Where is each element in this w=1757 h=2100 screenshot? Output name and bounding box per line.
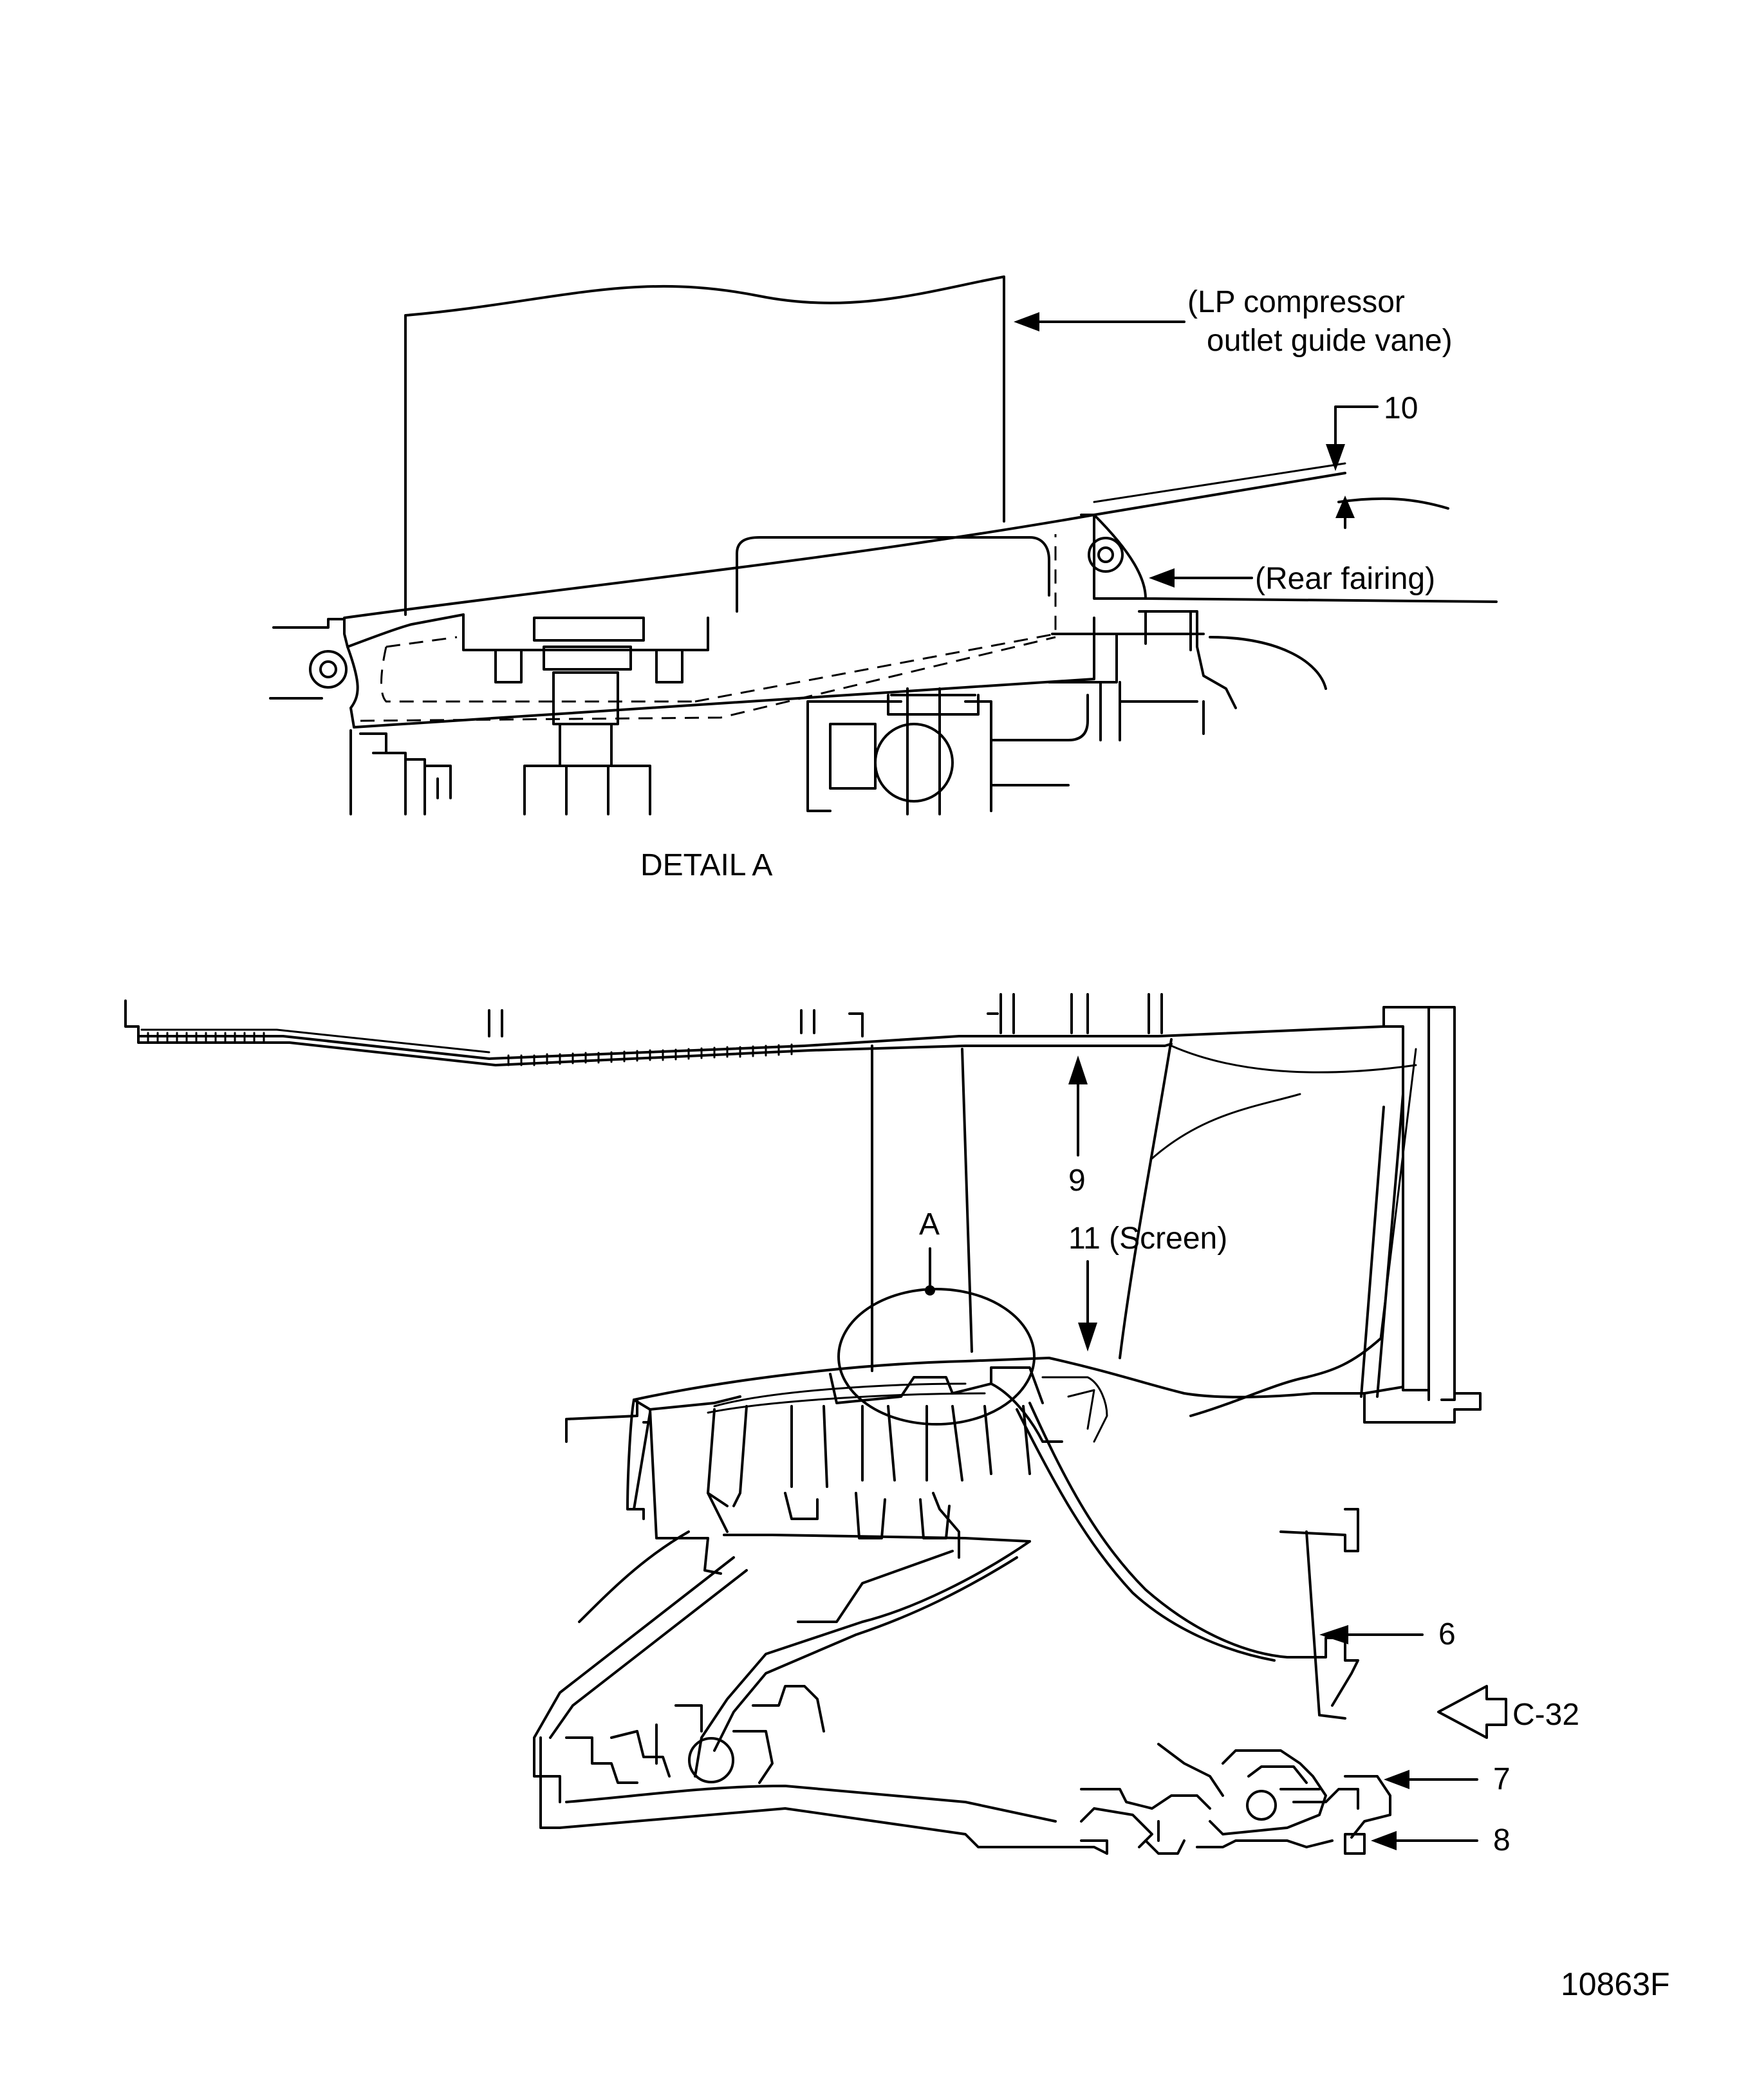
bolt-center — [533, 617, 645, 767]
label-item-7: 7 — [1493, 1762, 1511, 1796]
detail-circle — [837, 1288, 1036, 1426]
label-item-9: 9 — [1068, 1164, 1086, 1198]
detail-a-annotations: (LP compressor outlet guide vane) (Rear … — [640, 285, 1453, 882]
main-section-drawing — [124, 993, 1482, 1855]
label-item-8: 8 — [1493, 1823, 1511, 1857]
main-annotations: 9 11 (Screen) 6 C-32 7 8 10863F — [1068, 1055, 1670, 2002]
detail-a-reference: A — [837, 1207, 1036, 1426]
view-direction-arrow-icon — [1437, 1685, 1507, 1739]
label-item-6: 6 — [1438, 1617, 1456, 1651]
label-c-32: C-32 — [1512, 1698, 1579, 1732]
acoustic-lining — [147, 1032, 793, 1066]
label-detail-ref-a: A — [919, 1207, 940, 1241]
detail-a-drawing — [269, 275, 1498, 815]
inlet-guide-vanes — [633, 1405, 1031, 1510]
label-figure-id: 10863F — [1561, 1966, 1670, 2002]
strut-vane — [871, 1045, 973, 1372]
label-rear-fairing: (Rear fairing) — [1255, 562, 1435, 596]
label-item-11-screen: 11 (Screen) — [1068, 1222, 1227, 1256]
outer-casing — [124, 999, 1456, 1401]
label-item-10: 10 — [1384, 391, 1418, 425]
outlet-guide-vane — [404, 275, 1005, 616]
inner-flowpath — [633, 1357, 1366, 1401]
label-detail-a-title: DETAIL A — [640, 848, 772, 882]
arrow-leader-icon — [1334, 405, 1379, 445]
label-lp-vane-line2: outlet guide vane) — [1207, 324, 1453, 358]
label-lp-vane-line1: (LP compressor — [1187, 285, 1405, 319]
